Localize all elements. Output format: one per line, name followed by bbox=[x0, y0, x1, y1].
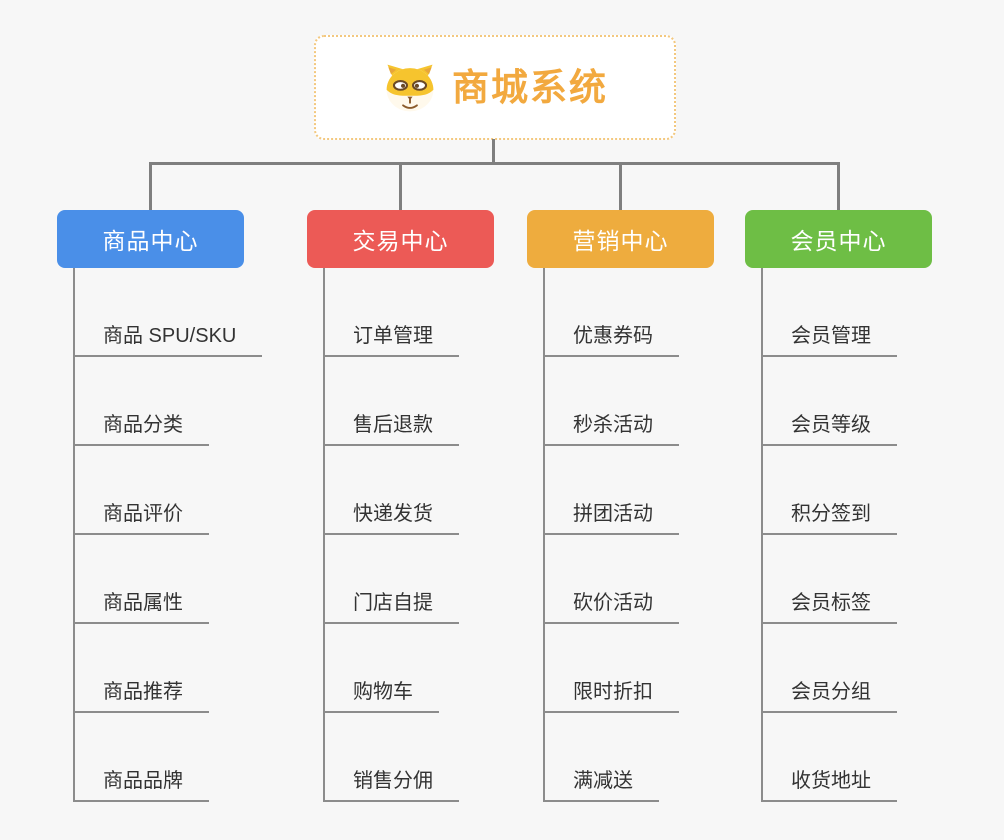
leaf-node[interactable]: 限时折扣 bbox=[543, 669, 679, 713]
root-title: 商城系统 bbox=[452, 67, 608, 108]
branch-node-1[interactable]: 商品中心 bbox=[57, 210, 244, 268]
leaf-node[interactable]: 秒杀活动 bbox=[543, 402, 679, 446]
branch-trunk-line bbox=[323, 268, 325, 802]
connector-line bbox=[491, 139, 495, 164]
connector-line bbox=[149, 162, 840, 165]
leaf-node[interactable]: 商品评价 bbox=[73, 491, 209, 535]
connector-line bbox=[619, 162, 622, 210]
leaf-node[interactable]: 积分签到 bbox=[761, 491, 897, 535]
leaf-node[interactable]: 拼团活动 bbox=[543, 491, 679, 535]
leaf-node[interactable]: 快递发货 bbox=[323, 491, 459, 535]
branch-node-3[interactable]: 营销中心 bbox=[527, 210, 714, 268]
branch-trunk-line bbox=[73, 268, 75, 802]
leaf-node[interactable]: 商品品牌 bbox=[73, 758, 209, 802]
leaf-node[interactable]: 商品分类 bbox=[73, 402, 209, 446]
leaf-node[interactable]: 商品推荐 bbox=[73, 669, 209, 713]
leaf-node[interactable]: 满减送 bbox=[543, 758, 659, 802]
branch-node-2[interactable]: 交易中心 bbox=[307, 210, 494, 268]
leaf-node[interactable]: 会员管理 bbox=[761, 313, 897, 357]
leaf-node[interactable]: 收货地址 bbox=[761, 758, 897, 802]
branch-trunk-line bbox=[543, 268, 545, 802]
leaf-node[interactable]: 售后退款 bbox=[323, 402, 459, 446]
root-node[interactable]: 商城系统 bbox=[314, 35, 676, 140]
branch-node-4[interactable]: 会员中心 bbox=[745, 210, 932, 268]
leaf-node[interactable]: 砍价活动 bbox=[543, 580, 679, 624]
leaf-node[interactable]: 商品属性 bbox=[73, 580, 209, 624]
connector-line bbox=[399, 162, 402, 210]
leaf-node[interactable]: 会员分组 bbox=[761, 669, 897, 713]
leaf-node[interactable]: 门店自提 bbox=[323, 580, 459, 624]
connector-line bbox=[837, 162, 840, 210]
leaf-node[interactable]: 优惠券码 bbox=[543, 313, 679, 357]
leaf-node[interactable]: 会员标签 bbox=[761, 580, 897, 624]
leaf-node[interactable]: 会员等级 bbox=[761, 402, 897, 446]
leaf-node[interactable]: 订单管理 bbox=[323, 313, 459, 357]
leaf-node[interactable]: 购物车 bbox=[323, 669, 439, 713]
branch-trunk-line bbox=[761, 268, 763, 802]
dog-face-icon bbox=[382, 62, 438, 114]
leaf-node[interactable]: 商品 SPU/SKU bbox=[73, 313, 263, 357]
connector-line bbox=[149, 162, 152, 210]
leaf-node[interactable]: 销售分佣 bbox=[323, 758, 459, 802]
